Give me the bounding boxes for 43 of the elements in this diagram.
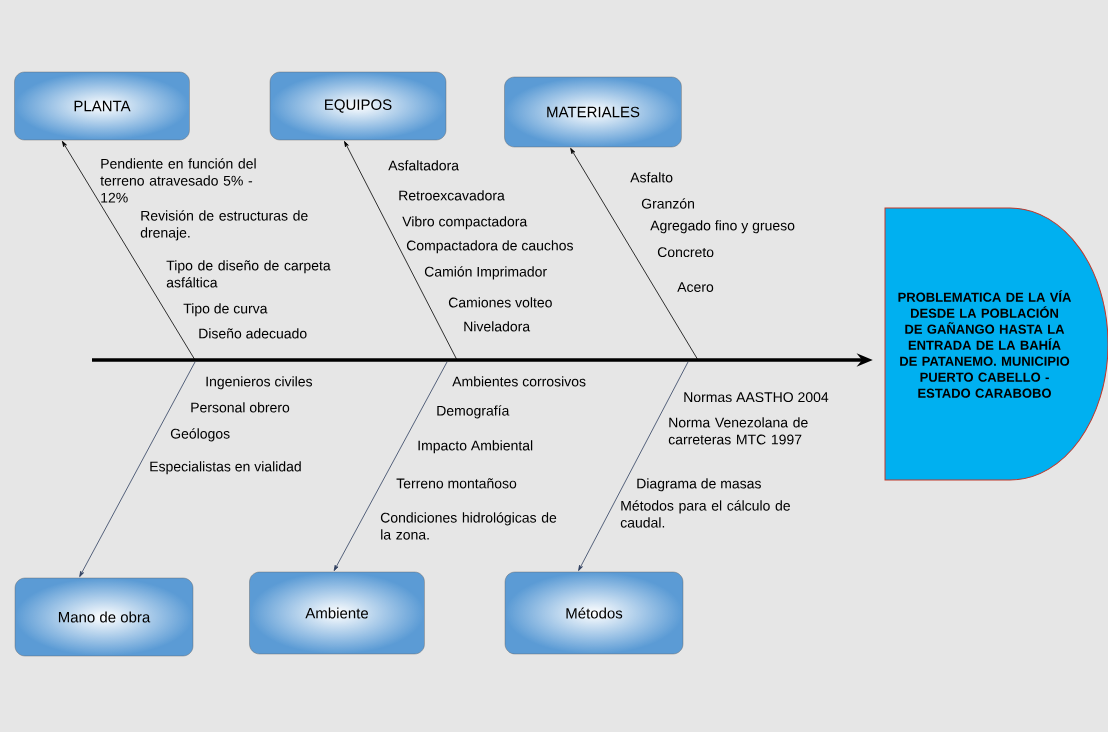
cause-label: Tipo de diseño de carpeta asfáltica xyxy=(166,260,331,288)
cause-label: Vibro compactadora xyxy=(402,216,528,230)
cause-label: Especialistas en vialidad xyxy=(150,461,301,475)
cause-label: Normas AASTHO 2004 xyxy=(684,392,829,403)
cause-label: Diagrama de masas xyxy=(637,478,761,492)
cause-label: Niveladora xyxy=(464,321,531,332)
category-box: Mano de obra xyxy=(14,577,194,657)
cause-label: Condiciones hidrológicas de la zona. xyxy=(380,512,557,540)
cause-label: Demografía xyxy=(437,405,510,419)
cause-label: Asfaltadora xyxy=(388,160,460,171)
category-box: MATERIALES xyxy=(504,76,682,148)
effect-box: PROBLEMATICA DE LA VÍA DESDE LA POBLACIÓN DE GAÑANGO HASTA LA ENTRADA DE LA BAHÍA DE PATANEMO. MUNICIPIO PUERTO CABELLO - ESTADO CARABOBO xyxy=(884,207,1108,481)
cause-label: Norma Venezolana de carreteras MTC 1997 xyxy=(668,417,808,445)
cause-label: Tipo de curva xyxy=(183,303,268,317)
cause-label: Compactadora de cauchos xyxy=(406,240,573,254)
cause-label: Camión Imprimador xyxy=(424,266,547,280)
arrow xyxy=(61,140,196,361)
arrow xyxy=(79,361,196,578)
cause-label: Ingenieros civiles xyxy=(206,376,313,390)
cause-label: Geólogos xyxy=(170,428,230,442)
category-box: Métodos xyxy=(504,571,684,655)
category-box: PLANTA xyxy=(14,71,190,141)
cause-label: Asfalto xyxy=(630,172,673,183)
cause-label: Métodos para el cálculo de caudal. xyxy=(620,500,790,528)
cause-label: Granzón xyxy=(641,198,694,209)
arrow xyxy=(578,361,689,571)
cause-label: Concreto xyxy=(657,247,714,258)
cause-label: Revisión de estructuras de drenaje. xyxy=(140,210,308,241)
category-box: Ambiente xyxy=(249,571,425,655)
category-box: EQUIPOS xyxy=(269,71,447,141)
cause-label: Acero xyxy=(677,282,714,292)
cause-label: Pendiente en función del terreno atravesado 5% - 12% xyxy=(100,158,256,203)
arrow xyxy=(344,141,458,361)
cause-label: Terreno montañoso xyxy=(396,478,517,489)
cause-label: Ambientes corrosivos xyxy=(452,376,586,387)
cause-label: Diseño adecuado xyxy=(199,328,307,339)
cause-label: Retroexcavadora xyxy=(399,190,505,201)
cause-label: Personal obrero xyxy=(191,402,290,413)
cause-label: Impacto Ambiental xyxy=(418,440,533,454)
cause-label: Camiones volteo xyxy=(448,297,552,308)
arrow xyxy=(570,147,699,361)
cause-label: Agregado fino y grueso xyxy=(650,220,795,234)
arrow xyxy=(333,361,448,572)
